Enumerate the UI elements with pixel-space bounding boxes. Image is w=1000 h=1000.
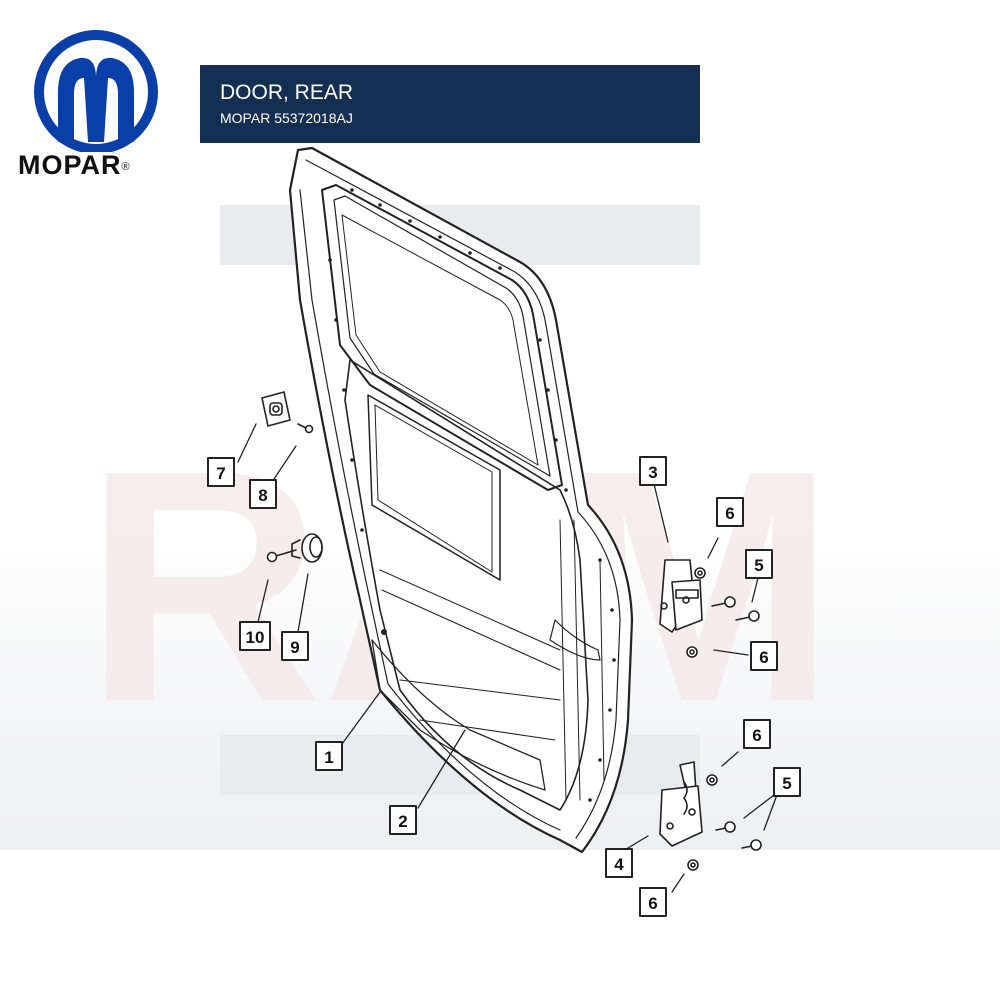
callout-box-8: 8 xyxy=(249,479,277,509)
callout-box-5-upper: 5 xyxy=(745,549,773,579)
callout-box-6-lower-bottom: 6 xyxy=(639,887,667,917)
callout-box-4: 4 xyxy=(605,848,633,878)
logo-wordmark-text: MOPAR xyxy=(18,150,122,180)
page-title: DOOR, REAR xyxy=(220,81,354,104)
upper-hinge-fasteners xyxy=(686,567,760,658)
window-frame xyxy=(321,184,563,491)
callout-box-7: 7 xyxy=(207,457,235,487)
callout-label-3: 3 xyxy=(648,463,657,482)
registered-mark: ® xyxy=(121,160,131,173)
mopar-logo: MOPAR® xyxy=(18,22,188,182)
striker-part xyxy=(261,391,291,427)
frame-rivets xyxy=(328,188,616,802)
mopar-m-logo-icon xyxy=(34,30,158,152)
callout-label-6-upper-bottom: 6 xyxy=(759,648,768,667)
callout-label-4: 4 xyxy=(614,855,624,874)
callout-box-5-lower: 5 xyxy=(773,767,801,797)
callout-label-5-lower: 5 xyxy=(782,774,791,793)
inner-reinforcement xyxy=(371,639,546,791)
callout-label-6-lower-top: 6 xyxy=(752,726,761,745)
callout-label-10: 10 xyxy=(246,628,265,647)
logo-wordmark: MOPAR® xyxy=(18,150,188,181)
callout-box-3: 3 xyxy=(639,456,667,486)
callout-label-8: 8 xyxy=(258,486,267,505)
upper-hinge xyxy=(659,559,703,633)
callout-label-6-upper-top: 6 xyxy=(725,504,734,523)
bumper-part xyxy=(291,533,323,563)
title-banner: DOOR, REAR MOPAR 55372018AJ xyxy=(200,65,700,143)
callout-box-6-upper-bottom: 6 xyxy=(750,641,778,671)
bolt-part xyxy=(266,549,297,563)
callout-label-9: 9 xyxy=(290,638,299,657)
callout-label-1: 1 xyxy=(324,748,333,767)
callout-label-5-upper: 5 xyxy=(754,556,763,575)
callout-box-6-lower-top: 6 xyxy=(743,719,771,749)
inner-panel xyxy=(344,359,605,811)
lower-hinge xyxy=(659,761,703,847)
callout-box-1: 1 xyxy=(315,741,343,771)
callout-label-7: 7 xyxy=(216,464,225,483)
callout-label-2: 2 xyxy=(398,812,407,831)
lower-hinge-fasteners xyxy=(687,774,762,871)
callout-label-6-lower-bottom: 6 xyxy=(648,894,657,913)
callout-box-10: 10 xyxy=(239,621,271,651)
screw-part xyxy=(297,423,314,434)
callout-box-9: 9 xyxy=(281,631,309,661)
callout-box-6-upper-top: 6 xyxy=(716,497,744,527)
part-number: MOPAR 55372018AJ xyxy=(220,110,353,126)
leader-lines xyxy=(237,423,779,893)
callout-box-2: 2 xyxy=(389,805,417,835)
